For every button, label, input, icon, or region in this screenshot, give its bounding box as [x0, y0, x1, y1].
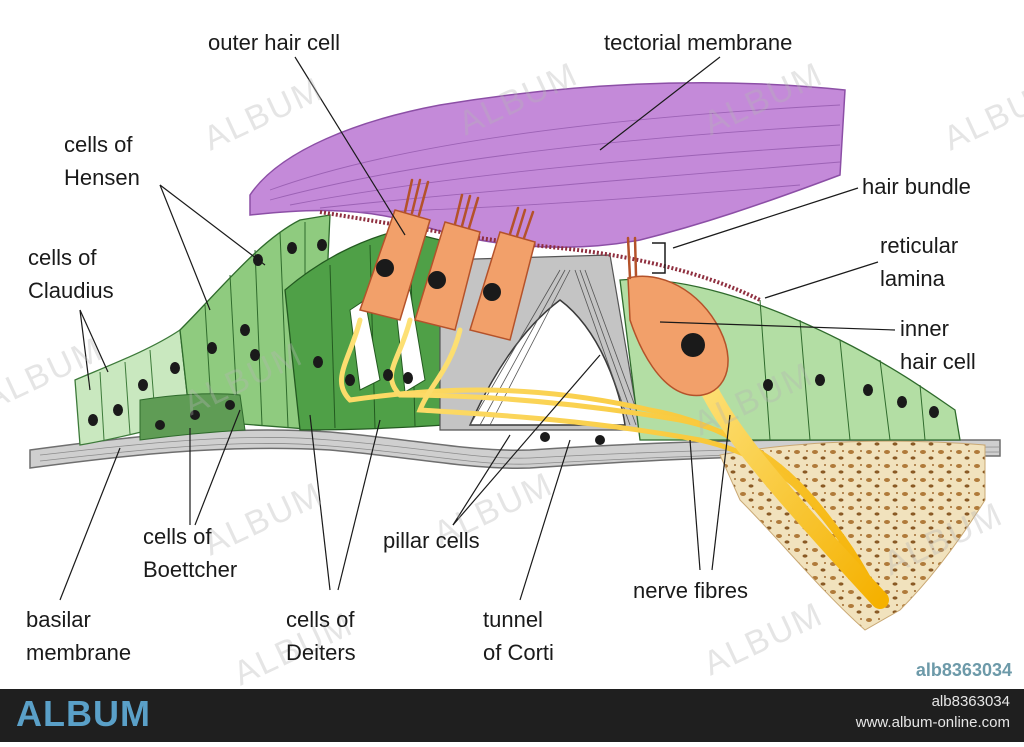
footer-logo[interactable]: ALBUM [16, 693, 151, 734]
footer-code: alb8363034 [931, 693, 1010, 710]
basilar-membrane [29, 429, 1001, 469]
label-hair-bundle: hair bundle [862, 174, 971, 199]
footer-bar: ALBUM alb8363034 www.album-online.com [0, 689, 1024, 742]
tunnel-of-corti [468, 299, 626, 426]
cell-nuclei [88, 239, 939, 445]
reference-code: alb8363034 [915, 660, 1012, 680]
label-tectorial-membrane: tectorial membrane [604, 30, 793, 55]
label-outer-hair-cell: outer hair cell [208, 30, 341, 55]
label-nerve-fibres: nerve fibres [633, 578, 748, 603]
leader-lines [59, 56, 896, 601]
footer-url[interactable]: www.album-online.com [855, 714, 1010, 731]
inner-hair-cell [627, 275, 729, 397]
outer-hair-cells [359, 209, 536, 341]
label-pillar-cells: pillar cells [383, 528, 480, 553]
